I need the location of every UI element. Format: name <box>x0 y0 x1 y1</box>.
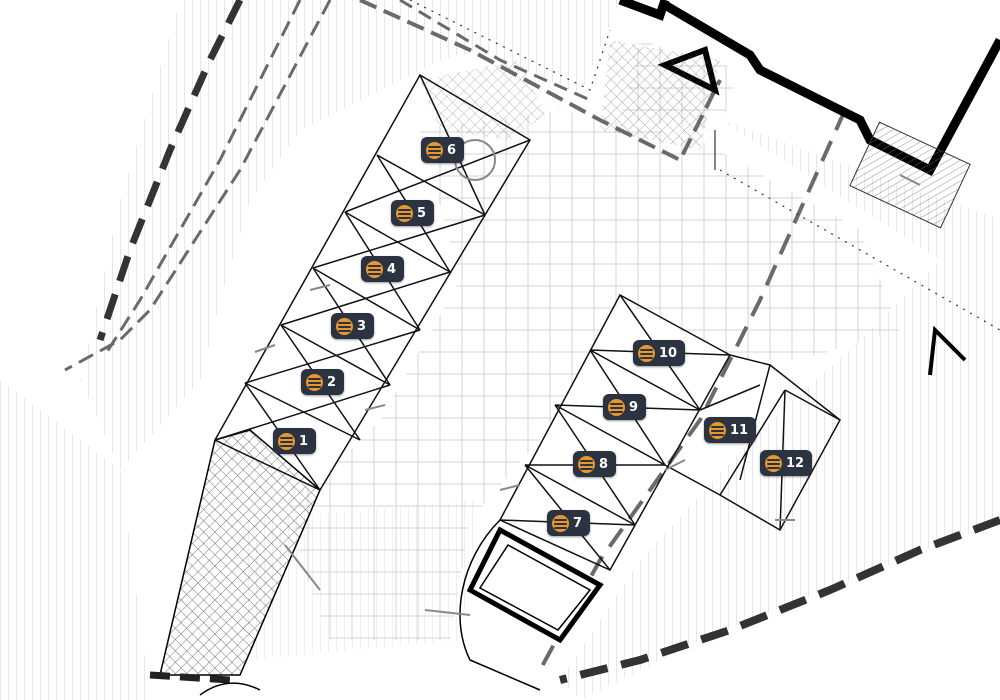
parking-marker-label: 4 <box>387 261 397 277</box>
parking-space-icon <box>278 432 295 450</box>
parking-space-icon <box>578 455 595 473</box>
parking-marker-1[interactable]: 1 <box>273 428 317 454</box>
parking-marker-label: 1 <box>299 433 309 449</box>
north-arrow-mark <box>928 325 967 376</box>
parking-space-icon <box>709 421 726 439</box>
parking-marker-label: 3 <box>357 318 367 334</box>
parking-marker-8[interactable]: 8 <box>573 451 617 477</box>
parking-space-icon <box>638 344 655 362</box>
walkway <box>159 429 321 676</box>
parking-marker-2[interactable]: 2 <box>301 369 345 395</box>
parking-space-icon <box>608 398 625 416</box>
parking-marker-11[interactable]: 11 <box>704 417 757 443</box>
parking-marker-label: 7 <box>573 515 583 531</box>
parking-space-icon <box>306 373 323 391</box>
property-boundary-dashed <box>64 0 1000 684</box>
parking-space-icon <box>426 141 443 159</box>
building-outline <box>618 0 1000 229</box>
parking-marker-4[interactable]: 4 <box>361 256 405 282</box>
parking-marker-label: 10 <box>659 345 678 361</box>
parking-row-right <box>498 293 841 571</box>
parking-space-icon <box>396 204 413 222</box>
parking-marker-7[interactable]: 7 <box>547 510 591 536</box>
parking-marker-6[interactable]: 6 <box>421 137 465 163</box>
parking-marker-label: 9 <box>629 399 639 415</box>
parcel-line <box>409 0 1000 331</box>
parking-marker-label: 2 <box>327 374 337 390</box>
parking-marker-10[interactable]: 10 <box>633 340 686 366</box>
parking-marker-label: 6 <box>447 142 457 158</box>
road-edge <box>149 671 261 696</box>
parking-marker-label: 12 <box>786 455 805 471</box>
parking-marker-5[interactable]: 5 <box>391 200 435 226</box>
parking-marker-12[interactable]: 12 <box>760 450 813 476</box>
parking-marker-label: 8 <box>599 456 609 472</box>
annotation-ticks <box>254 174 921 616</box>
parking-space-icon <box>366 260 383 278</box>
parking-marker-label: 11 <box>730 422 749 438</box>
parking-marker-9[interactable]: 9 <box>603 394 647 420</box>
parking-space-icon <box>552 514 569 532</box>
parking-marker-label: 5 <box>417 205 427 221</box>
parking-space-icon <box>765 454 782 472</box>
utility-structure <box>459 519 604 691</box>
parking-space-icon <box>336 317 353 335</box>
parking-marker-3[interactable]: 3 <box>331 313 375 339</box>
